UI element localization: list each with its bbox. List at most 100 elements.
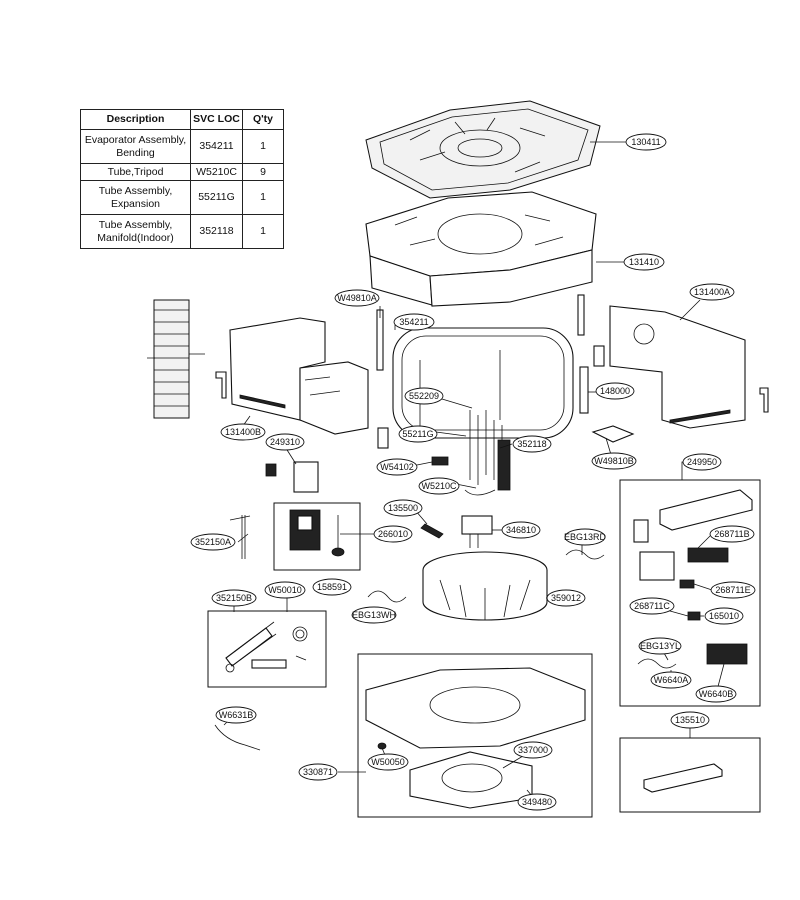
bracket-135510-part [643,763,723,793]
callout-label: 352150A [195,537,231,547]
row-svc-loc: 55211G [190,180,243,215]
callouts: 130411 131410 W49810A 354211 131400A 552… [190,133,756,811]
row-qty: 9 [242,163,284,181]
callout-label: 55211G [402,429,433,439]
table-row: Tube Assembly,Expansion 55211G 1 [80,180,284,215]
hook-part [215,371,227,399]
callout-w50050: W50050 [367,753,409,771]
float-switch-part [461,515,493,548]
callout-249310: 249310 [265,433,305,451]
wire-ebg13yl-part [637,658,677,669]
callout-268711c: 268711C [629,597,675,615]
callout-135510: 135510 [670,711,710,729]
callout-label: 266010 [378,529,408,539]
callout-158591: 158591 [312,578,352,596]
row-qty: 1 [242,129,284,164]
callout-268711b: 268711B [709,525,755,543]
callout-label: EBG13RD [564,532,607,542]
callout-label: 354211 [399,317,428,327]
connector-135500-part [420,523,444,539]
callout-label: 552209 [409,391,439,401]
callout-label: 330871 [303,767,333,777]
wire-ebg13wh-part [367,590,407,603]
wire-ebg13rd-part [565,549,605,560]
callout-552209: 552209 [404,387,444,405]
callout-346810: 346810 [501,521,541,539]
callout-266010: 266010 [373,525,413,543]
callout-w6631b: W6631B [215,706,257,724]
bracket-part [577,294,585,336]
manifold-piping-part [464,410,511,496]
callout-349480: 349480 [517,793,557,811]
callout-label: 135510 [675,715,705,725]
hose-kit-part [225,621,308,673]
desc-line: Evaporator Assembly, [84,133,187,146]
callout-label: W6640A [654,675,689,685]
callout-label: W49810A [337,293,377,303]
callout-label: 135500 [388,503,418,513]
table-row: Tube Assembly,Manifold(Indoor) 352118 1 [80,214,284,249]
callout-label: W5210C [421,481,457,491]
callout-label: 268711C [634,601,670,611]
callout-label: 158591 [317,582,347,592]
callout-label: W6631B [219,710,254,720]
callout-w54102: W54102 [376,458,418,476]
desc-line: Tube Assembly, [98,184,173,197]
callout-359012: 359012 [546,589,586,607]
callout-131400a: 131400A [689,283,735,301]
callout-55211g: 55211G [398,425,438,443]
desc-line: Manifold(Indoor) [97,231,174,244]
turbo-fan-part [422,551,548,621]
callout-165010: 165010 [704,607,744,625]
callout-352118: 352118 [512,435,552,453]
callout-label: EBG13WH [352,610,396,620]
left-side-panel-part [229,317,369,435]
callout-w6640a: W6640A [650,671,692,689]
desc-line: Bending [116,146,155,159]
callout-label: 346810 [506,525,536,535]
callout-352150b: 352150B [211,589,257,607]
callout-label: 131400A [694,287,730,297]
callout-352150a: 352150A [190,533,236,551]
callout-label: 165010 [709,611,739,621]
callout-ebg13yl: EBG13YL [638,637,682,655]
clip-part [593,345,605,367]
callout-w50010: W50010 [264,581,306,599]
bracket-w49810b-part [591,425,635,443]
callout-131410: 131410 [623,253,665,271]
callout-label: EBG13YL [640,641,680,651]
right-side-panel-part [609,305,746,429]
callout-w6640b: W6640B [695,685,737,703]
heat-exchanger-coil-part [147,299,205,419]
drain-pump-part [289,509,345,557]
callout-label: 131410 [629,257,659,267]
callout-249950: 249950 [682,453,722,471]
sensor-part [377,427,389,449]
group-box-330871 [357,653,593,818]
callout-337000: 337000 [513,741,553,759]
callout-135500: 135500 [383,499,423,517]
callout-268711e: 268711E [710,581,756,599]
callout-label: 359012 [551,593,581,603]
callout-130411: 130411 [625,133,667,151]
top-grille-part [365,100,601,199]
callout-label: 352118 [517,439,546,449]
row-description: Tube Assembly,Manifold(Indoor) [80,214,191,249]
w54102-part [431,456,449,466]
callout-w49810a: W49810A [334,289,380,307]
drain-hose-352150a-part [229,515,251,559]
callout-label: 337000 [518,745,548,755]
group-box-w50010 [207,610,327,688]
callout-label: W49810B [594,456,634,466]
group-box-266010 [273,502,361,571]
pcb-box-part [633,489,753,665]
small-part [265,463,277,477]
table-header-row: Description SVC LOC Q'ty [80,109,284,130]
desc-line: Tube Assembly, [98,218,173,231]
callout-w5210c: W5210C [418,477,460,495]
evaporator-part [392,327,574,439]
row-svc-loc: 354211 [190,129,243,164]
callout-148000: 148000 [595,382,635,400]
